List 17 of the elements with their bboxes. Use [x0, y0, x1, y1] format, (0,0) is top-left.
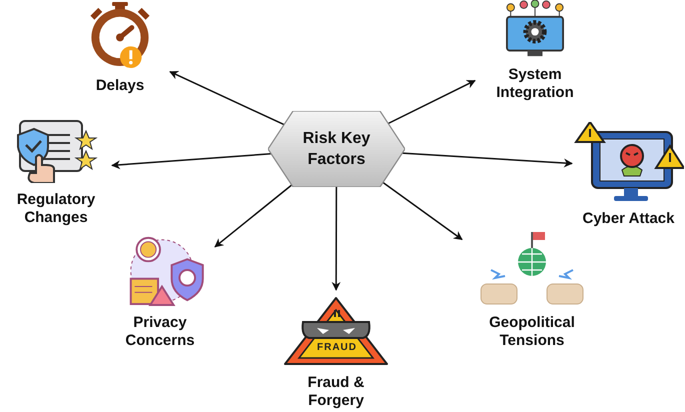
arrow — [402, 152, 573, 168]
arrow — [214, 184, 292, 248]
node-label: Privacy Concerns — [124, 314, 196, 350]
node-label: Fraud & Forgery — [306, 374, 366, 410]
node-label: Risk Key Factors — [302, 129, 372, 170]
arrow — [382, 182, 463, 240]
arrow — [388, 80, 476, 124]
node-label: Delays — [94, 77, 146, 95]
node-label: System Integration — [495, 66, 575, 102]
node-label: Cyber Attack — [582, 210, 676, 228]
node-label: Geopolitical Tensions — [488, 314, 576, 350]
arrow — [169, 71, 284, 126]
arrow — [111, 153, 272, 170]
sign-text: FRAUD — [317, 342, 355, 353]
node-label: Regulatory Changes — [16, 191, 96, 227]
arrow — [332, 187, 341, 291]
hexagon-node — [268, 111, 405, 187]
